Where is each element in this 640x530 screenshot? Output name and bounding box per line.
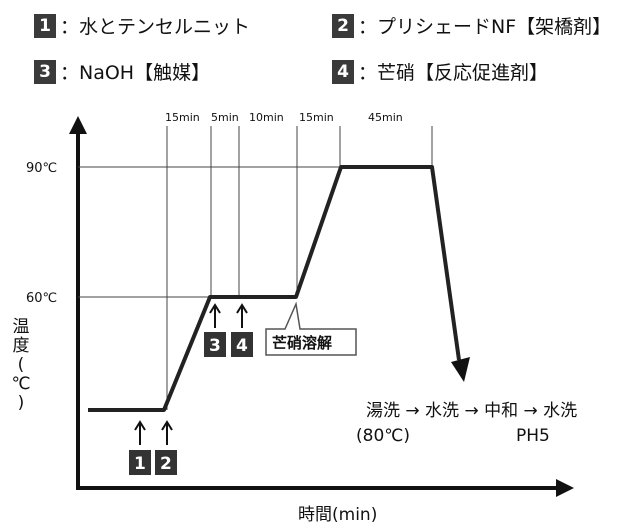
y-axis-label-char: 温 xyxy=(12,317,30,337)
y-tick-label: 60℃ xyxy=(26,291,57,306)
legend-text: ：プリシェードNF【架橋剤】 xyxy=(358,16,612,38)
marker-badge-3-label: 3 xyxy=(209,336,221,356)
profile-arrowhead xyxy=(451,357,470,382)
x-axis-label: 時間(min) xyxy=(298,505,378,525)
marker-badge-4 xyxy=(231,332,253,357)
legend-number-badge: 3 xyxy=(34,59,56,84)
marker-badge-1 xyxy=(129,450,151,475)
y-axis-label-char: ) xyxy=(17,393,25,413)
legend-text: ：芒硝【反応促進剤】 xyxy=(358,62,549,84)
legend-text: ：水とテンセルニット xyxy=(60,16,251,38)
legend-number-badge: 4 xyxy=(332,59,354,84)
y-axis-arrowhead xyxy=(69,116,87,134)
legend-item-2: 2 ：プリシェードNF【架橋剤】 xyxy=(332,12,611,39)
temperature-profile xyxy=(88,165,461,412)
legend-item-4: 4 ：芒硝【反応促進剤】 xyxy=(332,58,548,85)
up-arrow-head xyxy=(134,420,146,431)
post-process-ph: PH5 xyxy=(516,426,550,446)
marker-badge-4-label: 4 xyxy=(236,336,248,356)
up-arrow-head xyxy=(236,303,248,314)
legend-item-1: 1 ：水とテンセルニット xyxy=(34,12,250,39)
y-axis-label-char: 度 xyxy=(12,336,30,356)
duration-label: 10min xyxy=(249,111,284,124)
duration-label: 5min xyxy=(211,111,239,124)
legend-item-3: 3 ：NaOH【触媒】 xyxy=(34,58,210,85)
legend-number-badge: 1 xyxy=(34,13,56,38)
y-axis-label-char: ( xyxy=(17,355,25,375)
y-tick-label: 90℃ xyxy=(26,161,57,176)
y-axis-label-char: ℃ xyxy=(11,374,31,394)
post-process-temp: (80℃) xyxy=(356,426,410,446)
marker-badge-1-label: 1 xyxy=(134,454,146,474)
marker-badge-3 xyxy=(204,332,226,357)
marker-badge-2-label: 2 xyxy=(160,454,172,474)
up-arrow-head xyxy=(161,420,173,431)
post-process-steps: 湯洗 → 水洗 → 中和 → 水洗 xyxy=(366,401,577,421)
duration-label: 15min xyxy=(165,111,200,124)
callout-bubble xyxy=(265,301,357,356)
duration-label: 45min xyxy=(368,111,403,124)
duration-label: 15min xyxy=(299,111,334,124)
y-axis-label: 温 度 ( ℃ ) xyxy=(10,318,32,413)
up-arrow-head xyxy=(209,303,221,314)
legend-number-badge: 2 xyxy=(332,13,354,38)
callout-label: 芒硝溶解 xyxy=(272,334,332,352)
legend-text: ：NaOH【触媒】 xyxy=(60,62,211,84)
x-axis-arrowhead xyxy=(556,479,574,497)
marker-badge-2 xyxy=(155,450,177,475)
